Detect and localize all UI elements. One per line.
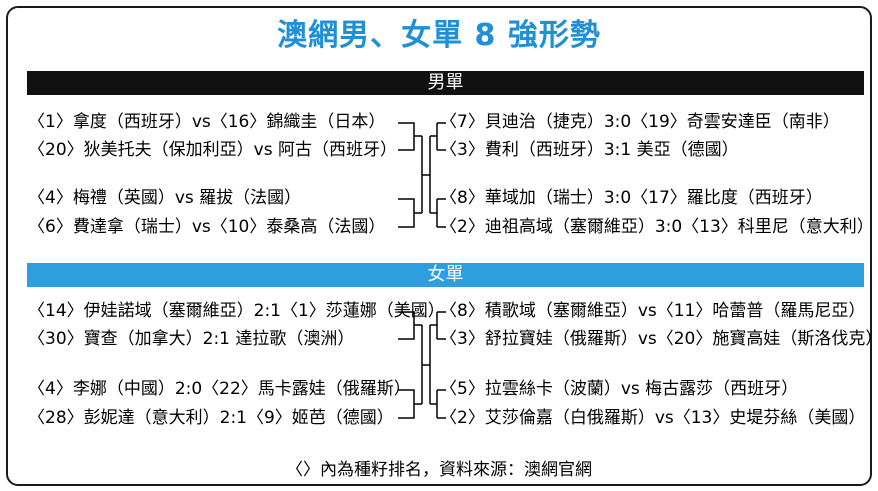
women-bracket-center	[421, 325, 430, 404]
footer-note: 〈〉內為種籽排名，資料來源：澳網官網	[286, 460, 592, 480]
men-left-match-1: 〈1〉拿度（西班牙）vs〈16〉錦織圭（日本）	[28, 112, 386, 132]
men-right-match-3: 〈8〉華域加（瑞士）3:0〈17〉羅比度（西班牙）	[440, 188, 823, 208]
women-left-match-4: 〈28〉彭妮達（意大利）2:1〈9〉姬芭（德國）	[28, 408, 394, 428]
men-right-match-4: 〈2〉迪祖高域（塞爾維亞）3:0〈13〉科里尼（意大利）	[440, 217, 874, 237]
men-section-header: 男單	[27, 71, 864, 95]
women-right-match-2: 〈3〉舒拉寶娃（俄羅斯）vs〈20〉施寶高娃（斯洛伐克）	[440, 329, 878, 349]
men-left-match-4: 〈6〉費達拿（瑞士）vs〈10〉泰桑高（法國）	[28, 217, 386, 237]
women-bracket-left-top	[398, 311, 422, 340]
women-right-match-1: 〈8〉積歌域（塞爾維亞）vs〈11〉哈蕾普（羅馬尼亞）	[440, 301, 866, 321]
page-title: 澳網男、女單 8 強形勢	[277, 18, 601, 53]
women-bracket-right	[429, 324, 437, 405]
men-bracket-right-top	[436, 122, 446, 151]
men-left-match-2: 〈20〉狄美托夫（保加利亞）vs 阿古（西班牙）	[28, 140, 397, 160]
women-right-match-4: 〈2〉艾莎倫嘉（白俄羅斯）vs〈13〉史堤芬絲（美國）	[440, 408, 866, 428]
women-left-match-2: 〈30〉寶查（加拿大）2:1 達拉歌（澳洲）	[28, 329, 355, 349]
women-section-header: 女單	[27, 263, 864, 287]
men-bracket-right	[429, 135, 437, 214]
women-bracket-right-bottom	[436, 389, 446, 419]
women-bracket-left-bottom	[398, 389, 422, 419]
men-bracket-left-top	[398, 122, 422, 151]
men-right-match-1: 〈7〉貝迪治（捷克）3:0〈19〉奇雲安達臣（南非）	[440, 112, 840, 132]
women-right-match-3: 〈5〉拉雲絲卡（波蘭）vs 梅古露莎（西班牙）	[440, 379, 799, 399]
women-left-match-3: 〈4〉李娜（中國）2:0〈22〉馬卡露娃（俄羅斯）	[28, 379, 411, 399]
men-bracket-center	[421, 136, 430, 213]
men-left-match-3: 〈4〉梅禮（英國）vs 羅拔（法國）	[28, 188, 302, 208]
men-bracket-right-bottom	[436, 198, 446, 228]
women-bracket-right-top	[436, 311, 446, 340]
men-right-match-2: 〈3〉費利（西班牙）3:1 美亞（德國）	[440, 140, 739, 160]
women-left-match-1: 〈14〉伊娃諾域（塞爾維亞）2:1〈1〉莎蓮娜（美國）	[28, 301, 445, 321]
men-bracket-left-bottom	[398, 198, 422, 228]
